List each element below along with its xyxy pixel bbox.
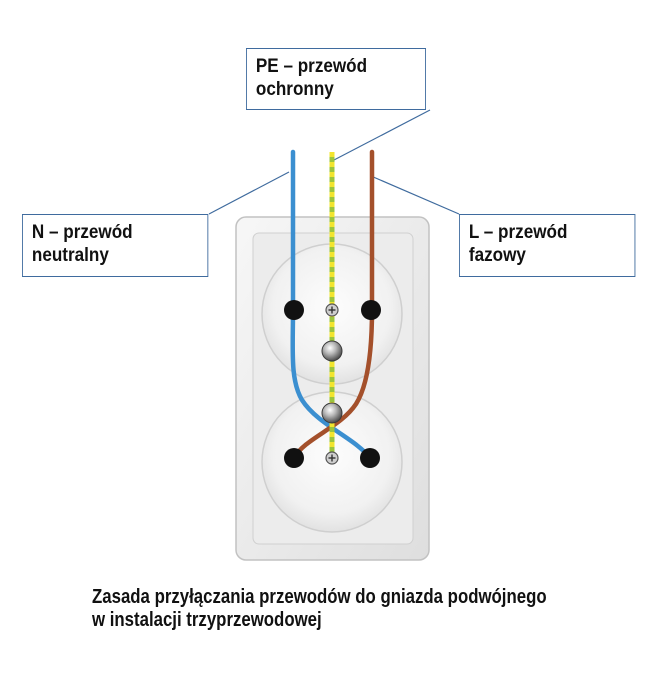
earth-pin-icon: [321, 340, 343, 362]
terminal-l-top: [361, 300, 381, 320]
l-label-line2: fazowy: [468, 245, 526, 266]
neutral-wire-label: N – przewód neutralny: [22, 214, 209, 277]
terminal-l-bottom: [284, 448, 304, 468]
diagram-caption: Zasada przyłączania przewodów do gniazda…: [92, 586, 596, 632]
leader-line-n: [208, 171, 290, 215]
leader-line-pe: [333, 109, 431, 161]
screw-icon: [325, 303, 339, 317]
caption-line1: Zasada przyłączania przewodów do gniazda…: [92, 586, 547, 608]
phase-wire-label: L – przewód fazowy: [459, 214, 636, 277]
leader-lines: [208, 109, 460, 215]
earth-pin-icon: [321, 402, 343, 424]
n-label-line2: neutralny: [31, 245, 109, 266]
pe-label-line1: PE – przewód: [255, 56, 368, 77]
pe-wire-label: PE – przewód ochronny: [246, 48, 426, 110]
caption-line2: w instalacji trzyprzewodowej: [92, 609, 322, 631]
terminal-n-bottom: [360, 448, 380, 468]
l-label-line1: L – przewód: [468, 222, 568, 243]
n-label-line1: N – przewód: [31, 222, 133, 243]
leader-line-l: [370, 175, 460, 215]
screw-icon: [325, 451, 339, 465]
phase-wire: [291, 149, 375, 461]
terminal-n-top: [284, 300, 304, 320]
pe-label-line2: ochronny: [255, 79, 334, 100]
